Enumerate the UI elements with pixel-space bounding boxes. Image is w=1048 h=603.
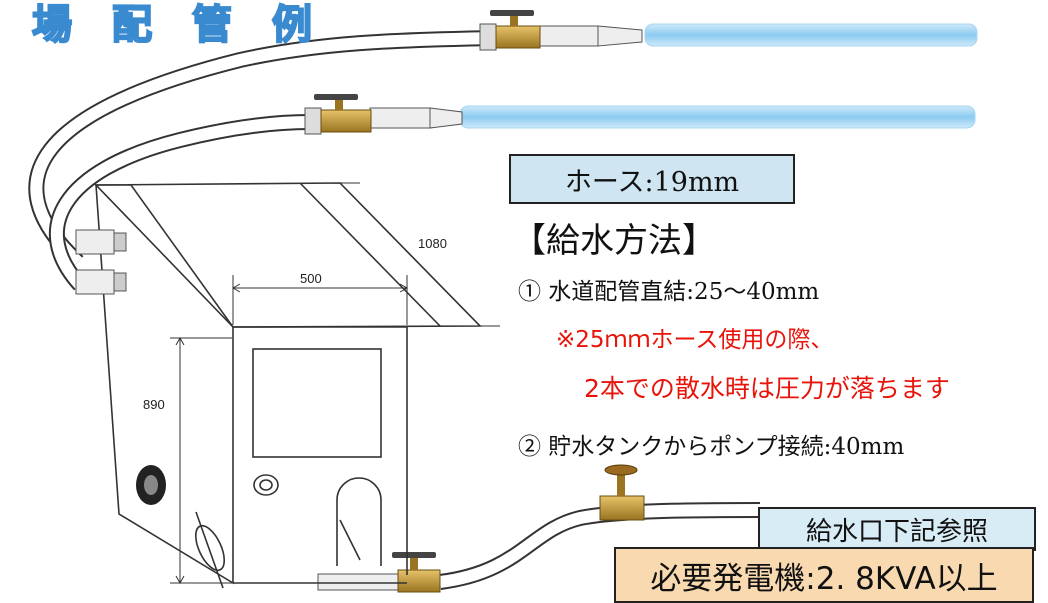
nozzle-lower	[369, 107, 463, 129]
generator-requirement-label: 必要発電機:2. 8KVA以上	[614, 547, 1034, 603]
valve-pump-outlet	[317, 552, 441, 593]
water-spray-upper	[644, 23, 978, 47]
method-2-tank-pump: ② 貯水タンクからポンプ接続:40mm	[518, 434, 905, 460]
note-line-1: ※25ｍｍホース使用の際、	[556, 327, 834, 353]
nozzle-upper	[539, 25, 643, 47]
dimension-lines	[170, 182, 500, 585]
hose-supply	[438, 502, 761, 590]
hose-upper	[28, 30, 491, 268]
water-spray-lower	[459, 105, 976, 129]
dimension-width: 500	[300, 271, 322, 286]
valve-lower	[304, 94, 372, 135]
supply-method-heading: 【給水方法】	[512, 221, 716, 261]
wheel	[136, 465, 166, 505]
valve-supply	[599, 464, 645, 521]
coupling-upper	[75, 229, 127, 255]
coupling-lower	[75, 269, 127, 295]
dimension-depth: 1080	[418, 236, 447, 251]
hose-middle	[48, 114, 311, 291]
dimension-height: 890	[143, 397, 165, 412]
note-line-2: 2本での散水時は圧力が落ちます	[584, 374, 950, 403]
supply-port-label: 給水口下記参照	[758, 507, 1036, 551]
hose-size-label: ホース:19mm	[509, 154, 795, 204]
method-1-direct-connection: ① 水道配管直結:25～40mm	[518, 279, 820, 305]
valve-upper	[479, 10, 541, 51]
page-title: 場配管例	[31, 1, 352, 49]
